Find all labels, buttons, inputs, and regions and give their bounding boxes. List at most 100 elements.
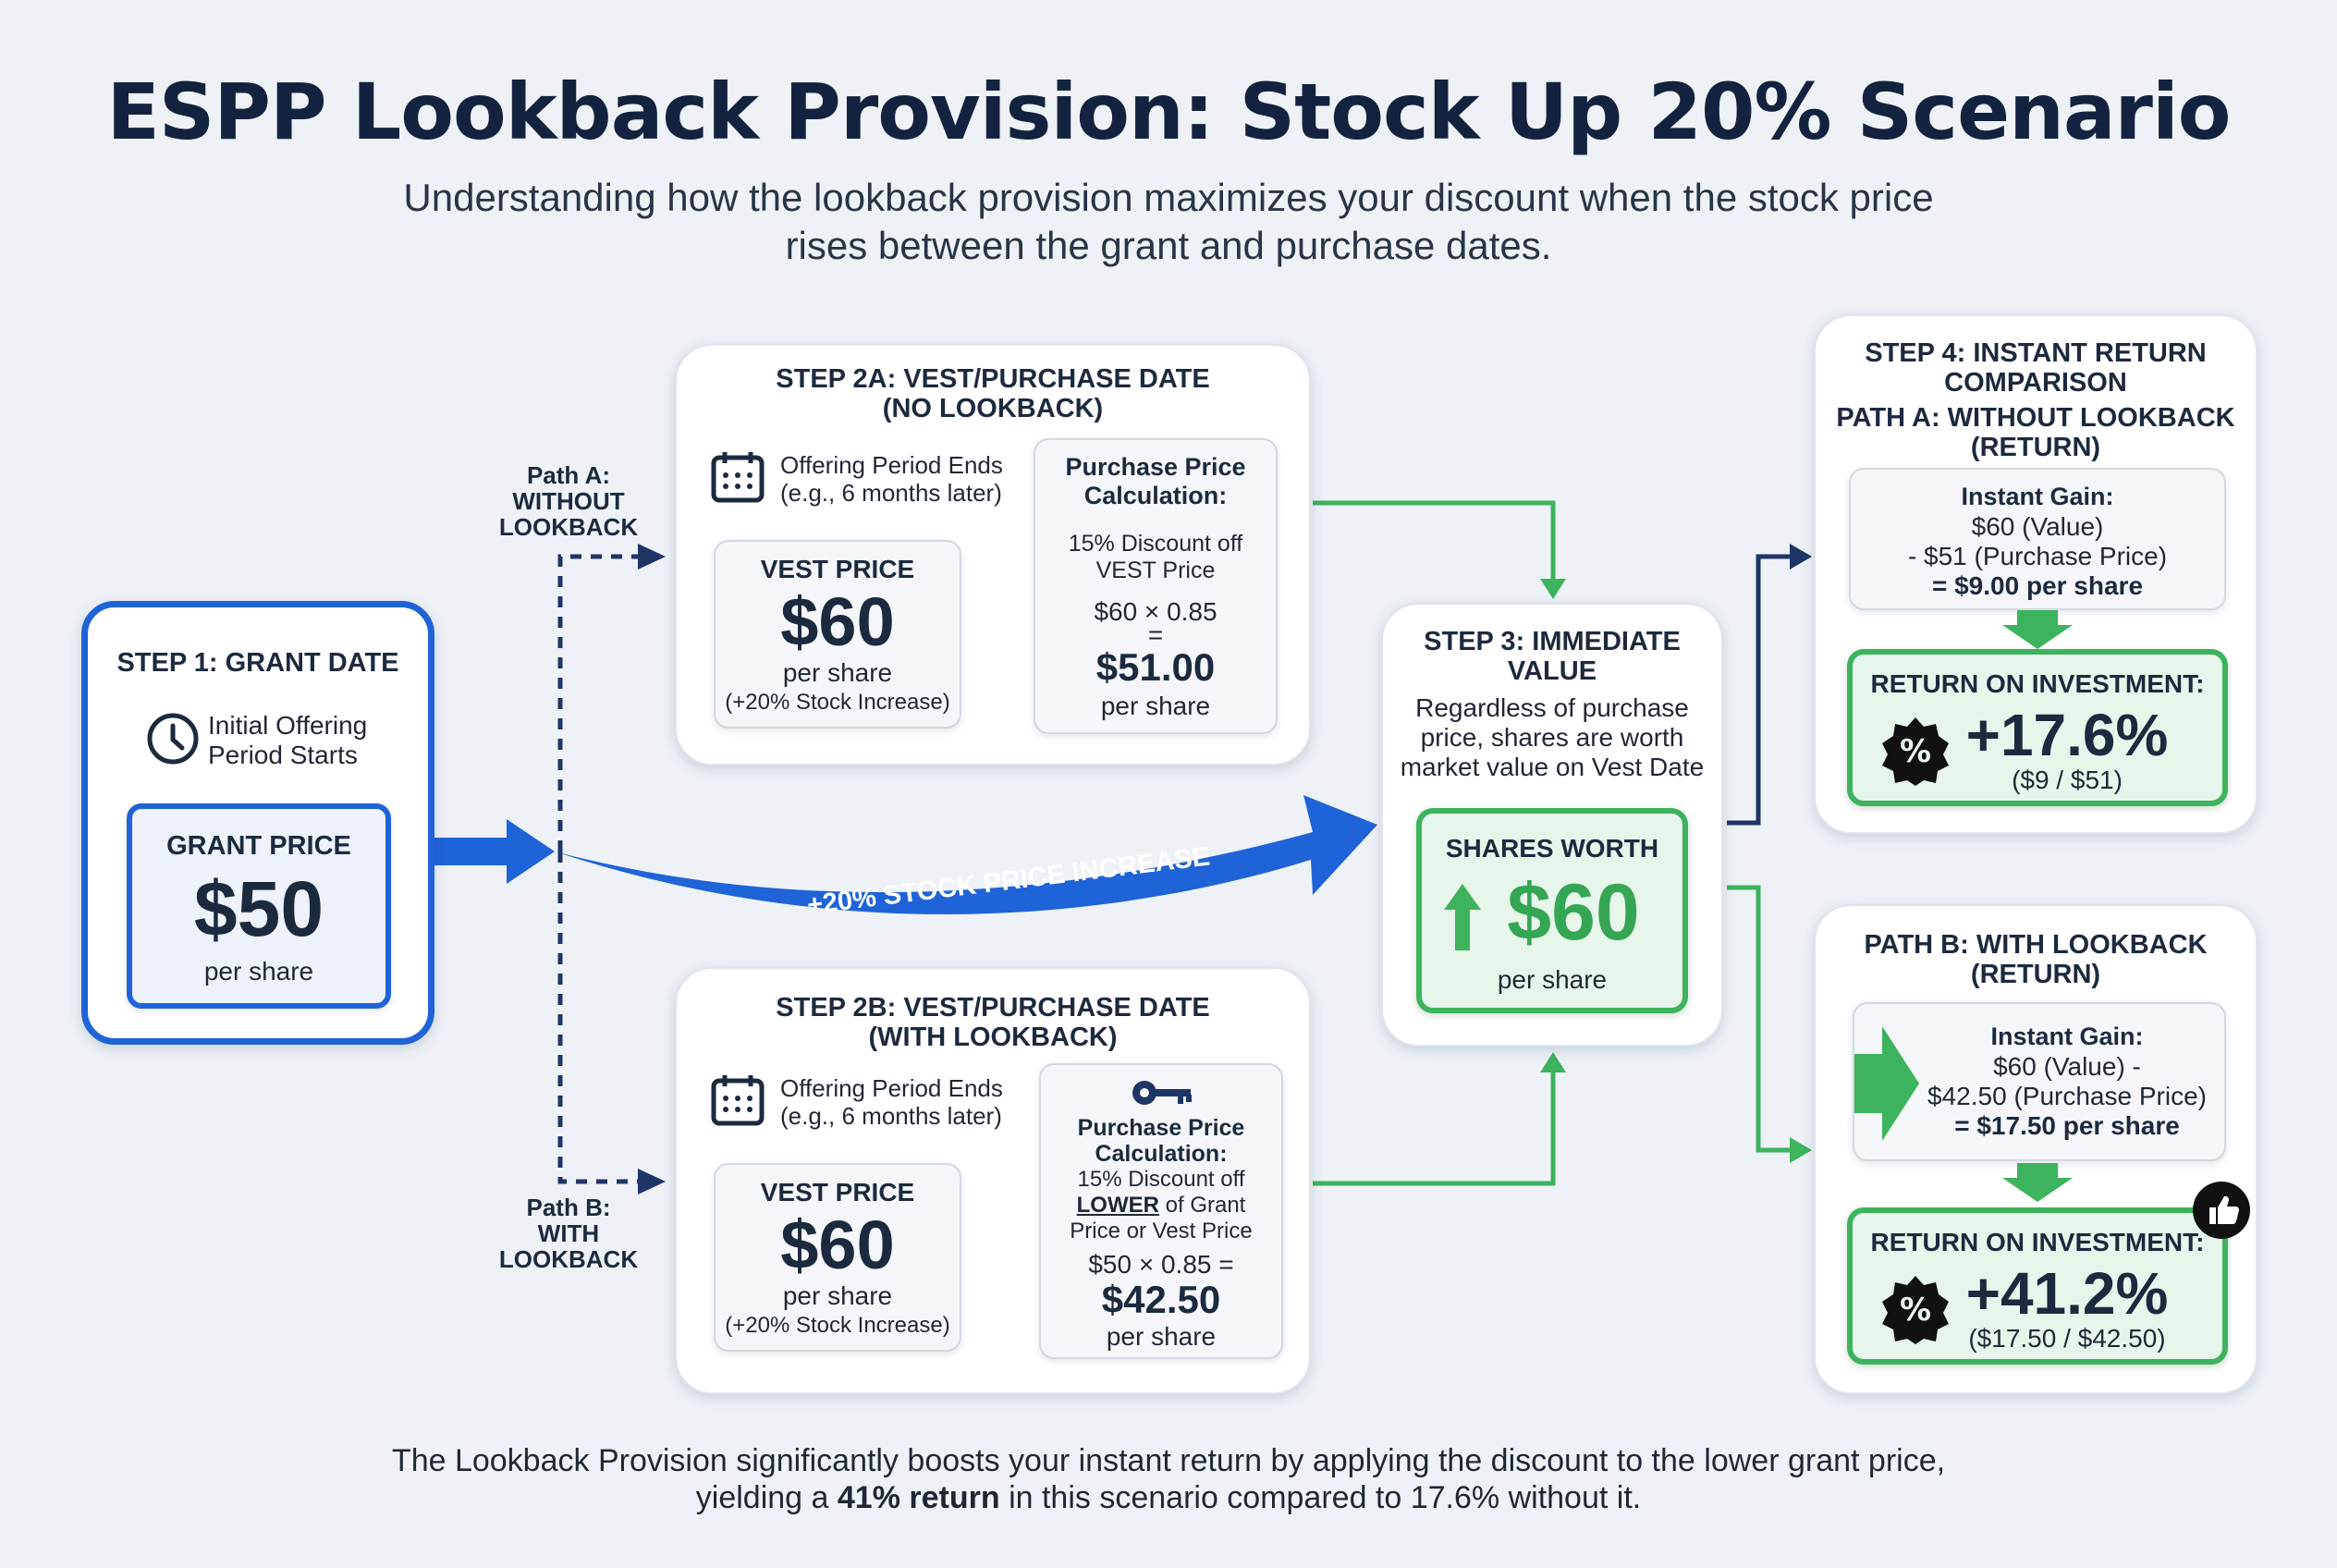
shares-worth-label: SHARES WORTH xyxy=(1445,834,1659,863)
footer-summary: The Lookback Provision significantly boo… xyxy=(185,1442,2152,1516)
connector-2b-to-step3 xyxy=(1313,1071,1556,1186)
step2a-calc-desc: 15% Discount off VEST Price xyxy=(1035,531,1276,584)
step4b-roi-box: RETURN ON INVESTMENT: % +41.2% ($17.50 /… xyxy=(1847,1207,2228,1365)
lower-emphasis: LOWER xyxy=(1076,1193,1159,1218)
step2b-calc-title: Purchase Price Calculation: xyxy=(1041,1115,1281,1167)
step2a-calc-desc-line-2: VEST Price xyxy=(1095,557,1216,583)
step4a-gain-box: Instant Gain: $60 (Value) - $51 (Purchas… xyxy=(1849,468,2226,610)
step4a-gain-line-3: = $9.00 per share xyxy=(1931,571,2144,600)
grant-price-value: $50 xyxy=(193,865,324,952)
percent-badge-icon: % xyxy=(1882,717,1949,786)
step2b-offering-note: Offering Period Ends (e.g., 6 months lat… xyxy=(780,1074,1011,1130)
step2b-vest-price: $60 xyxy=(780,1207,895,1283)
grant-price-label: GRANT PRICE xyxy=(166,831,351,861)
step4a-roi-label: RETURN ON INVESTMENT: xyxy=(1870,669,2205,698)
footer-line-2: yielding a 41% return in this scenario c… xyxy=(185,1479,2152,1516)
footer-line-1: The Lookback Provision significantly boo… xyxy=(391,1443,1946,1478)
footer-post: in this scenario compared to 17.6% witho… xyxy=(999,1480,1642,1515)
step2a-offering-note: Offering Period Ends (e.g., 6 months lat… xyxy=(780,451,1011,507)
step2a-calc-title: Purchase Price Calculation: xyxy=(1035,453,1276,510)
step2a-heading-line-2: (NO LOOKBACK) xyxy=(882,394,1104,423)
path-b-label-line-3: LOOKBACK xyxy=(498,1245,639,1273)
step4a-card: STEP 4: INSTANT RETURN COMPARISON PATH A… xyxy=(1814,314,2257,834)
step1-note: Initial Offering Period Starts xyxy=(208,711,393,770)
path-a-label-line-3: LOOKBACK xyxy=(498,513,639,541)
step2a-offering-line-2: (e.g., 6 months later) xyxy=(780,479,1002,507)
step2b-offering-line-2: (e.g., 6 months later) xyxy=(780,1102,1002,1130)
step4b-heading-line-2: (RETURN) xyxy=(1970,960,2101,989)
connector-4a-head xyxy=(1790,544,1812,570)
step3-heading-line-1: STEP 3: IMMEDIATE xyxy=(1424,627,1681,656)
path-a-arrowhead xyxy=(638,544,666,570)
step2a-calc-equals: = xyxy=(1147,620,1164,649)
step1-note-line-1: Initial Offering xyxy=(208,711,368,740)
grant-price-box: GRANT PRICE $50 per share xyxy=(127,803,391,1009)
grant-price-unit: per share xyxy=(203,957,314,986)
step1-grant-card: STEP 1: GRANT DATE Initial Offering Peri… xyxy=(81,601,434,1045)
step4b-roi-value: +41.2% xyxy=(1965,1260,2169,1327)
step4a-heading: STEP 4: INSTANT RETURN COMPARISON PATH A… xyxy=(1816,338,2256,462)
step2b-vest-unit: per share xyxy=(782,1281,893,1310)
path-b-arrowhead xyxy=(638,1169,666,1194)
step2b-vest-label: VEST PRICE xyxy=(760,1178,915,1207)
step4a-roi-calc: ($9 / $51) xyxy=(2012,766,2123,794)
step4b-gain-line-3: = $17.50 per share xyxy=(1954,1111,2180,1140)
subtitle-line-2: rises between the grant and purchase dat… xyxy=(785,224,1552,267)
step2a-heading: STEP 2A: VEST/PURCHASE DATE (NO LOOKBACK… xyxy=(677,364,1309,423)
step4b-roi-label: RETURN ON INVESTMENT: xyxy=(1870,1228,2205,1256)
connector-2a-head xyxy=(1540,579,1566,599)
connector-2b-head xyxy=(1540,1052,1566,1072)
step2b-heading-line-2: (WITH LOOKBACK) xyxy=(868,1023,1118,1052)
step4a-heading-line-3: PATH A: WITHOUT LOOKBACK xyxy=(1836,403,2235,433)
step4b-gain-title: Instant Gain: xyxy=(1990,1023,2144,1050)
shares-worth-unit: per share xyxy=(1497,965,1608,994)
step2a-heading-line-1: STEP 2A: VEST/PURCHASE DATE xyxy=(776,364,1210,394)
step2b-calc-desc: 15% Discount off LOWER of Grant Price or… xyxy=(1041,1167,1281,1244)
footer-bold: 41% return xyxy=(837,1480,1000,1515)
path-b-dashed-connector xyxy=(557,851,638,1184)
path-b-label-line-2: WITH xyxy=(537,1219,600,1247)
step2b-offering-line-1: Offering Period Ends xyxy=(780,1074,1003,1102)
step2a-calc-unit: per share xyxy=(1100,692,1211,720)
step3-heading: STEP 3: IMMEDIATE VALUE xyxy=(1383,627,1721,686)
step2a-card: STEP 2A: VEST/PURCHASE DATE (NO LOOKBACK… xyxy=(675,344,1311,766)
connector-step3-to-4a xyxy=(1727,554,1793,826)
step4a-gain-line-1: $60 (Value) xyxy=(1971,512,2104,541)
step2b-heading: STEP 2B: VEST/PURCHASE DATE (WITH LOOKBA… xyxy=(677,993,1309,1052)
subtitle-line-1: Understanding how the lookback provision… xyxy=(403,176,1934,219)
step2b-calc-desc-line-1: 15% Discount off xyxy=(1077,1167,1245,1192)
up-arrow-icon xyxy=(1444,884,1481,950)
step2a-vest-label: VEST PRICE xyxy=(760,555,915,583)
thumbs-up-icon xyxy=(2193,1182,2250,1239)
step3-desc-line-2: price, shares are worth xyxy=(1420,723,1684,752)
step4b-gain-box: Instant Gain: $60 (Value) - $42.50 (Purc… xyxy=(1853,1002,2226,1161)
step4b-gain-line-1: $60 (Value) - xyxy=(1993,1052,2141,1081)
step2b-calc-desc-line-2-rest: of Grant xyxy=(1158,1193,1246,1218)
down-arrow-4b xyxy=(2002,1163,2073,1202)
shares-worth-box: SHARES WORTH $60 per share xyxy=(1416,808,1688,1013)
path-a-label-line-1: Path A: xyxy=(526,461,611,489)
step4b-card: PATH B: WITH LOOKBACK (RETURN) Instant G… xyxy=(1814,904,2257,1394)
step2a-calc-result: $51.00 xyxy=(1095,645,1216,689)
step3-card: STEP 3: IMMEDIATE VALUE Regardless of pu… xyxy=(1381,603,1723,1047)
path-a-dashed-connector xyxy=(557,554,638,851)
green-pointer-arrow xyxy=(1854,1026,1919,1141)
step4a-gain-title: Instant Gain: xyxy=(1961,483,2114,510)
step3-description: Regardless of purchase price, shares are… xyxy=(1383,693,1721,782)
path-a-label: Path A: WITHOUT LOOKBACK xyxy=(490,462,647,540)
step4b-gain-line-2: $42.50 (Purchase Price) xyxy=(1927,1082,2207,1110)
step4b-heading: PATH B: WITH LOOKBACK (RETURN) xyxy=(1816,930,2256,989)
step2a-vest-price: $60 xyxy=(780,583,895,660)
grant-arrow-shaft xyxy=(434,838,508,865)
step4a-heading-line-1: STEP 4: INSTANT RETURN xyxy=(1865,338,2207,368)
shares-worth-value: $60 xyxy=(1507,868,1640,957)
subtitle: Understanding how the lookback provision… xyxy=(277,174,2060,270)
step2b-calc-desc-line-3: Price or Vest Price xyxy=(1070,1219,1253,1243)
step4b-heading-line-1: PATH B: WITH LOOKBACK xyxy=(1864,930,2208,960)
step3-heading-line-2: VALUE xyxy=(1507,656,1597,686)
step4b-roi-calc: ($17.50 / $42.50) xyxy=(1968,1324,2166,1353)
step2a-calc-title-line-1: Purchase Price xyxy=(1065,453,1246,481)
step2a-calc-title-line-2: Calculation: xyxy=(1083,482,1228,509)
connector-2a-to-step3 xyxy=(1313,500,1556,581)
down-arrow-4a xyxy=(2002,610,2073,649)
